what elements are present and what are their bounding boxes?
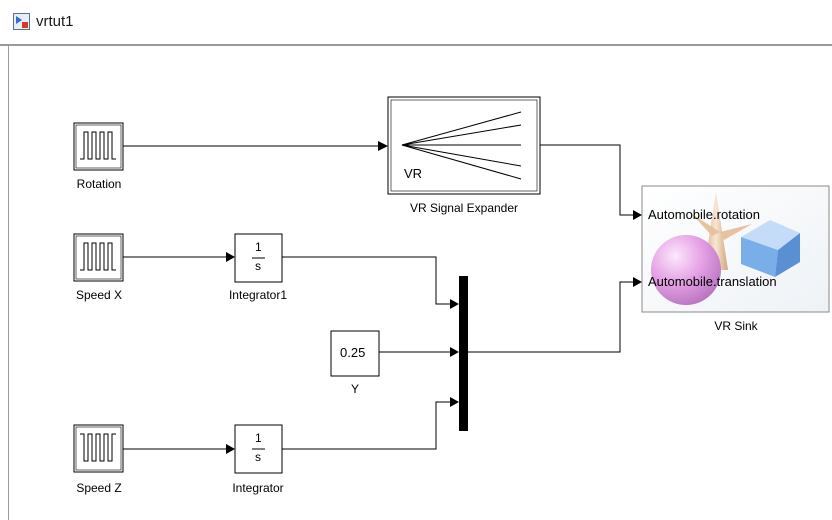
rotation-block[interactable] bbox=[73, 122, 124, 171]
integrator-denominator: s bbox=[255, 450, 261, 464]
mux-block[interactable] bbox=[459, 276, 468, 431]
integrator1-block[interactable] bbox=[234, 233, 283, 283]
title-bar: vrtut1 bbox=[0, 0, 832, 44]
integrator1-denominator: s bbox=[255, 259, 261, 273]
speed-z-block[interactable] bbox=[73, 424, 124, 473]
vr-signal-expander-block[interactable] bbox=[387, 96, 541, 195]
vr-sink-label: VR Sink bbox=[714, 319, 758, 333]
sink-port-translation: Automobile.translation bbox=[648, 274, 777, 289]
vr-expander-inner-text: VR bbox=[404, 166, 423, 181]
integrator-label: Integrator bbox=[232, 481, 284, 495]
y-constant-block[interactable] bbox=[330, 330, 380, 377]
y-constant-value: 0.25 bbox=[340, 345, 366, 360]
integrator1-numerator: 1 bbox=[255, 240, 262, 254]
title-divider bbox=[0, 44, 832, 46]
signal-builder-icon bbox=[80, 433, 116, 462]
arrowheads bbox=[226, 141, 642, 454]
vr-expander-label: VR Signal Expander bbox=[409, 201, 519, 215]
sink-port-rotation: Automobile.rotation bbox=[648, 207, 761, 222]
y-constant-label: Y bbox=[350, 382, 360, 396]
canvas-left-border bbox=[8, 46, 9, 520]
simulink-model-icon bbox=[13, 13, 30, 30]
speed-x-block[interactable] bbox=[73, 233, 124, 282]
vr-sink-block[interactable] bbox=[641, 185, 830, 313]
vr-scene-icon bbox=[651, 192, 800, 305]
speed-z-label: Speed Z bbox=[76, 481, 122, 495]
integrator-block[interactable] bbox=[234, 424, 283, 474]
window-title: vrtut1 bbox=[36, 13, 74, 30]
speed-x-label: Speed X bbox=[75, 288, 123, 302]
signal-builder-icon bbox=[80, 242, 116, 271]
signal-lines bbox=[123, 144, 633, 450]
rotation-label: Rotation bbox=[76, 177, 122, 191]
integrator-numerator: 1 bbox=[255, 431, 262, 445]
integrator1-label: Integrator1 bbox=[228, 288, 288, 302]
signal-builder-icon bbox=[80, 131, 116, 160]
